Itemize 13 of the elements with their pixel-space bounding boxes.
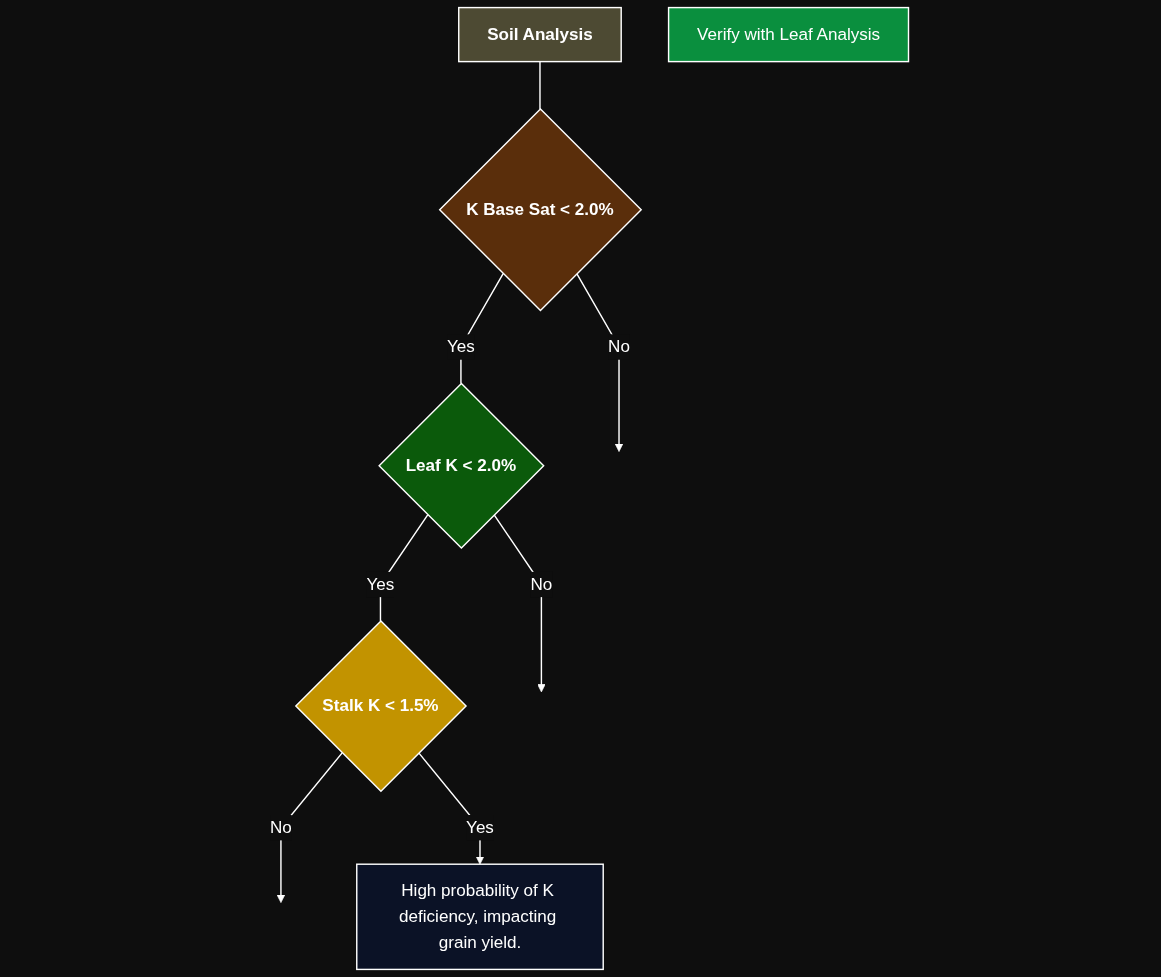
- edge-label: Yes: [466, 817, 494, 837]
- edge-label: Yes: [366, 574, 395, 594]
- edge-label: No: [530, 574, 553, 594]
- node-box: Verify with Leaf Analysis: [667, 6, 910, 63]
- edge-label: Yes: [447, 337, 475, 357]
- node-diamond: K Base Sat < 2.0%: [438, 108, 643, 312]
- node-diamond: Stalk K < 1.5%: [294, 620, 468, 793]
- connector: [539, 60, 541, 110]
- edge-label: No: [608, 337, 630, 357]
- node-box: High probability of K deficiency, impacting grain yield.: [356, 863, 604, 971]
- edge-label: No: [270, 817, 292, 837]
- node-box: Soil Analysis: [458, 6, 622, 63]
- node-diamond: Leaf K < 2.0%: [378, 382, 545, 550]
